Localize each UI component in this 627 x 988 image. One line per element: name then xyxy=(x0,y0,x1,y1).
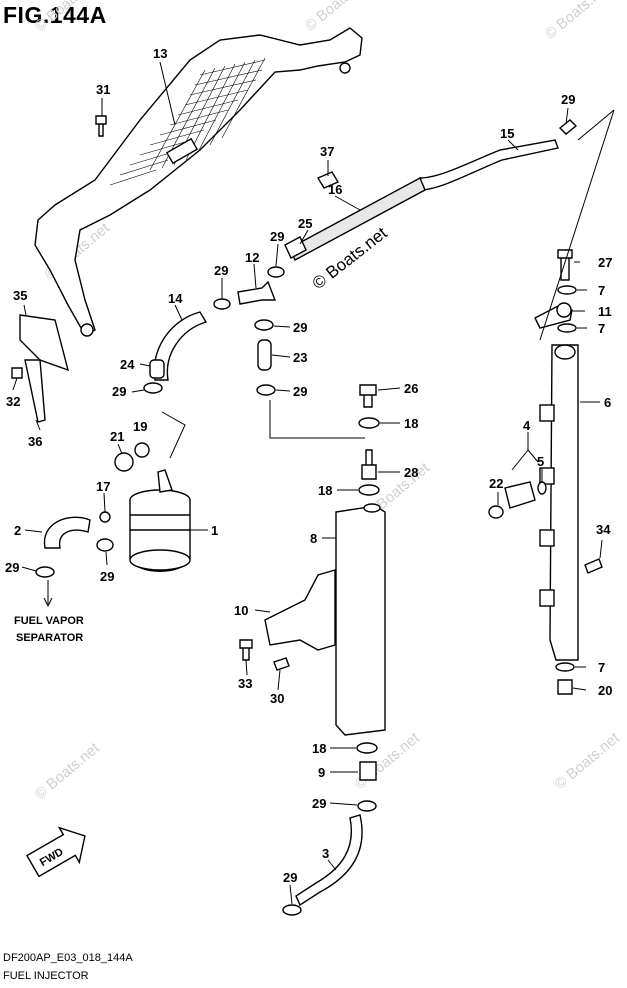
callout-33: 33 xyxy=(238,676,252,691)
callout-13: 13 xyxy=(153,46,167,61)
callout-29: 29 xyxy=(214,263,228,278)
fuel-vapor-label-line2: SEPARATOR xyxy=(16,632,83,644)
watermark: © Boats.net xyxy=(542,0,614,43)
watermark: © Boats.net xyxy=(32,739,104,803)
callout-36: 36 xyxy=(28,434,42,449)
callout-31: 31 xyxy=(96,82,110,97)
watermark: © Boats.net xyxy=(32,0,104,35)
callout-28: 28 xyxy=(404,465,418,480)
callout-20: 20 xyxy=(598,683,612,698)
callout-26: 26 xyxy=(404,381,418,396)
callout-35: 35 xyxy=(13,288,27,303)
callout-32: 32 xyxy=(6,394,20,409)
fwd-arrow: FWD xyxy=(25,826,86,878)
callout-29: 29 xyxy=(293,384,307,399)
callout-10: 10 xyxy=(234,603,248,618)
callout-6: 6 xyxy=(604,395,611,410)
diagram-code: DF200AP_E03_018_144A xyxy=(3,952,133,964)
callout-18: 18 xyxy=(318,483,332,498)
callout-12: 12 xyxy=(245,250,259,265)
callout-25: 25 xyxy=(298,216,312,231)
callout-29: 29 xyxy=(270,229,284,244)
callout-29: 29 xyxy=(283,870,297,885)
watermark: © Boats.net xyxy=(552,729,624,793)
callout-3: 3 xyxy=(322,846,329,861)
callout-27: 27 xyxy=(598,255,612,270)
callout-8: 8 xyxy=(310,531,317,546)
watermark: © Boats.net xyxy=(352,729,424,793)
callout-16: 16 xyxy=(328,182,342,197)
callout-15: 15 xyxy=(500,126,514,141)
leader-lines xyxy=(12,61,615,905)
callout-7: 7 xyxy=(598,660,605,675)
figure-title: FIG.144A xyxy=(3,2,107,28)
callout-29: 29 xyxy=(100,569,114,584)
callout-14: 14 xyxy=(168,291,183,306)
callout-11: 11 xyxy=(598,304,612,319)
callout-2: 2 xyxy=(14,523,21,538)
callout-30: 30 xyxy=(270,691,284,706)
callout-29: 29 xyxy=(5,560,19,575)
watermark: © Boats.net xyxy=(302,0,374,35)
part-13-cover xyxy=(34,27,363,337)
diagram-caption: FUEL INJECTOR xyxy=(3,970,89,982)
callout-37: 37 xyxy=(320,144,334,159)
callout-23: 23 xyxy=(293,350,307,365)
callout-17: 17 xyxy=(96,479,110,494)
callout-21: 21 xyxy=(110,429,124,444)
callouts: 13 31 29 15 37 16 25 29 12 29 27 7 11 7 … xyxy=(5,46,612,885)
watermarks: © Boats.net © Boats.net © Boats.net © Bo… xyxy=(32,0,624,803)
callout-18: 18 xyxy=(404,416,418,431)
small-parts xyxy=(11,115,603,916)
callout-4: 4 xyxy=(523,418,531,433)
callout-29: 29 xyxy=(312,796,326,811)
callout-22: 22 xyxy=(489,476,503,491)
fuel-vapor-label-line1: FUEL VAPOR xyxy=(14,615,84,627)
callout-18: 18 xyxy=(312,741,326,756)
callout-29: 29 xyxy=(293,320,307,335)
callout-29: 29 xyxy=(561,92,575,107)
callout-1: 1 xyxy=(211,523,218,538)
callout-24: 24 xyxy=(120,357,135,372)
callout-9: 9 xyxy=(318,765,325,780)
callout-34: 34 xyxy=(596,522,611,537)
callout-7: 7 xyxy=(598,283,605,298)
callout-19: 19 xyxy=(133,419,147,434)
callout-5: 5 xyxy=(537,454,544,469)
callout-7: 7 xyxy=(598,321,605,336)
callout-29: 29 xyxy=(112,384,126,399)
